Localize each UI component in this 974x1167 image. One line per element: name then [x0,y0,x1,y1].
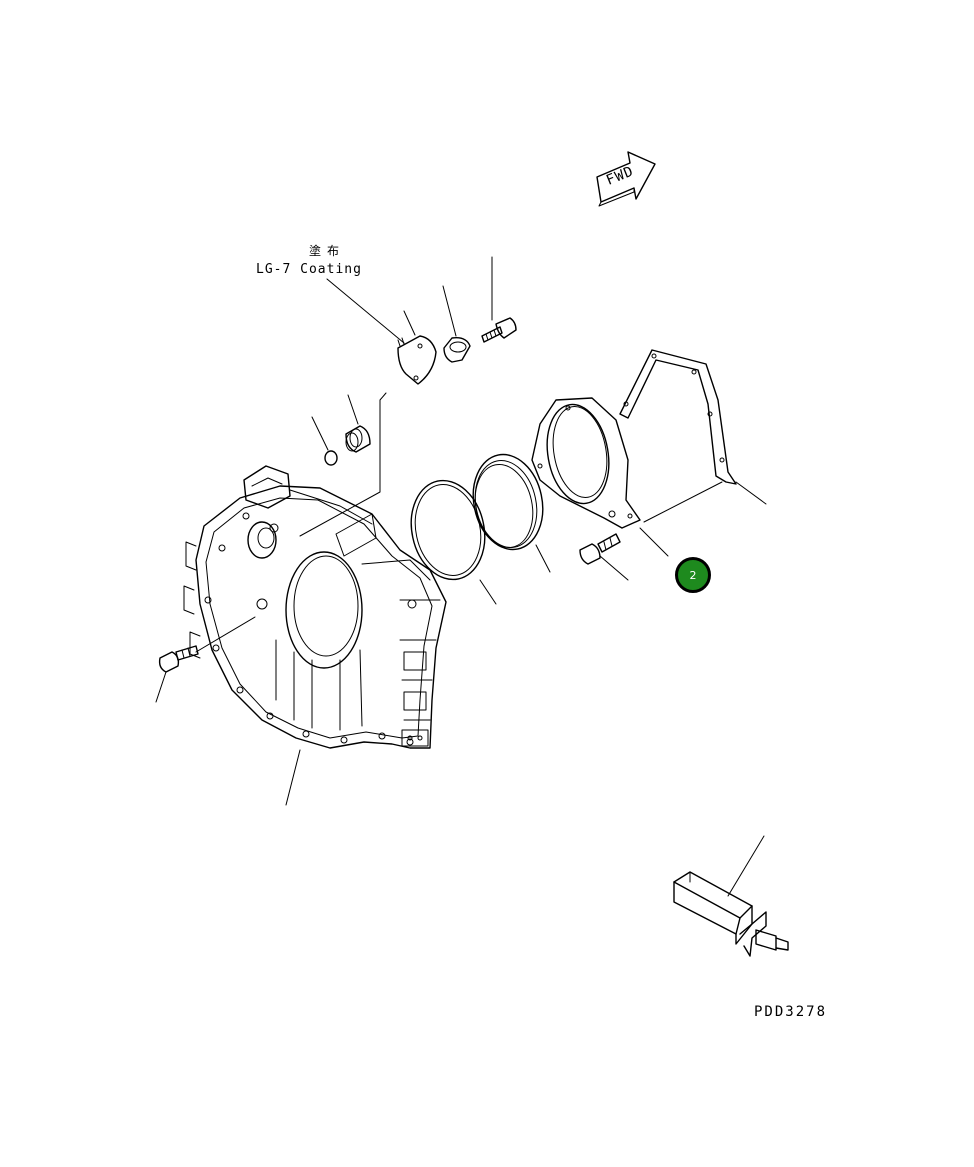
tube-bracket [443,336,471,363]
coating-note-english: LG-7 Coating [256,262,362,277]
o-ring-small [324,450,338,466]
forward-arrow-icon [596,151,656,207]
leader-gasket [735,481,767,505]
leader-o-ring [311,416,329,451]
leader-oil-seal [535,544,551,573]
cover-plate [397,335,437,385]
leader-housing-port [299,392,387,537]
coating-note-japanese: 塗布 [309,244,346,258]
leader-coating [326,278,405,344]
leader-bolt-hole [195,616,256,653]
leader-seal-ring [479,579,497,605]
leader-cover [403,310,416,336]
leader-bolt-housing [599,555,629,581]
leader-plug [347,394,359,425]
bolt-left [158,645,199,673]
bolt-housing [579,533,621,565]
seal-housing [531,397,641,529]
seal-ring-large [410,479,486,581]
plug [345,425,371,453]
drawing-number: PDD3278 [754,1004,828,1020]
leader-tool [727,835,765,897]
callout-number-badge[interactable]: 2 [675,557,711,593]
leader-bolt-left [155,671,167,703]
leader-housing [285,749,301,806]
bolt-top [481,317,517,343]
gasket [619,349,737,485]
flywheel-housing [183,465,447,749]
installation-tool [673,871,789,957]
leader-bracket [442,285,457,337]
leader-gasket-inner [643,481,723,523]
oil-seal [472,453,544,551]
leader-seal-housing [639,527,669,557]
